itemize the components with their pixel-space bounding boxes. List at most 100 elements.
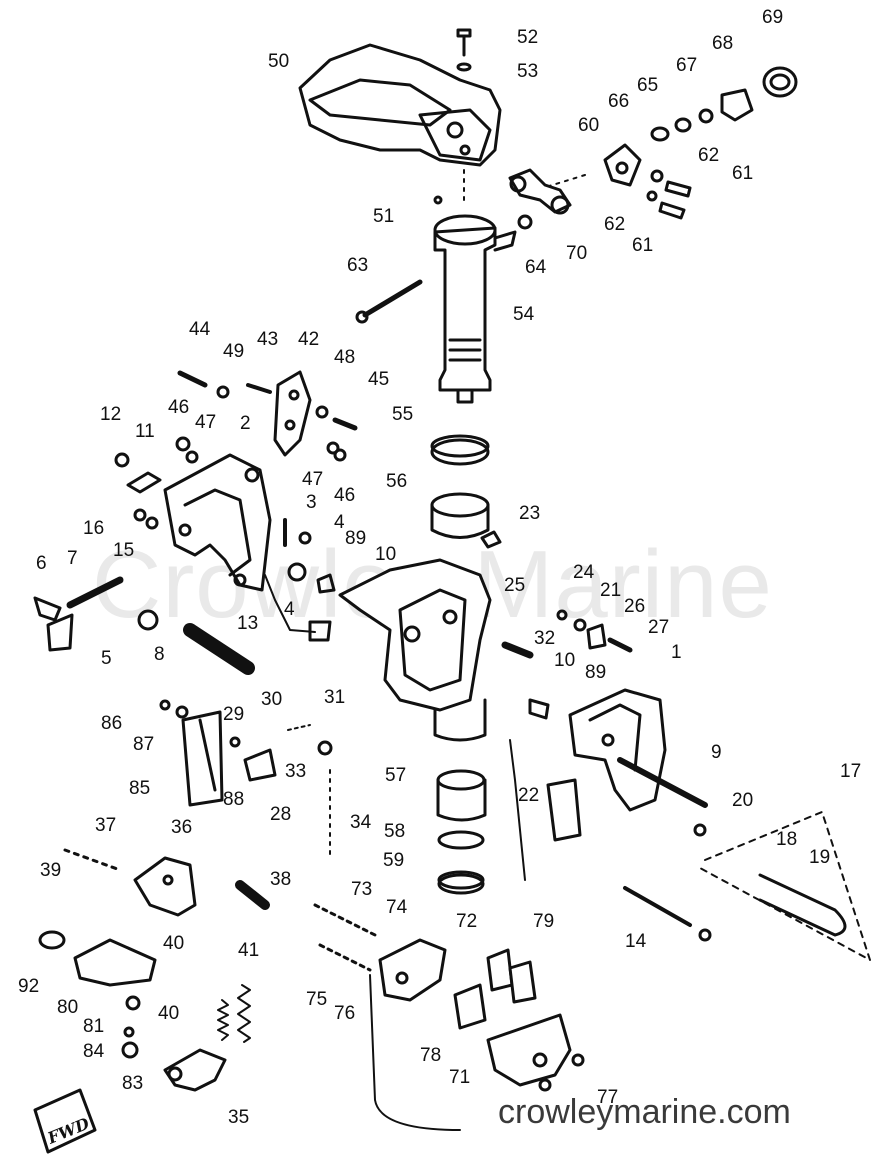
part-68-bushing <box>720 88 754 122</box>
callout-label: 64 <box>525 257 547 278</box>
callout-label: 33 <box>285 761 307 782</box>
callout-label: 25 <box>504 575 526 596</box>
callout-label: 29 <box>223 704 245 725</box>
callout-label: 69 <box>762 7 784 28</box>
part-24 <box>556 609 568 621</box>
part-13-cable <box>264 574 316 633</box>
part-56-bushing <box>430 503 490 539</box>
part-30 <box>287 724 311 731</box>
part-22-clamp-bracket <box>546 688 667 842</box>
callout-label: 47 <box>302 469 324 490</box>
part-17-box <box>699 811 871 961</box>
callout-label: 61 <box>732 163 754 184</box>
part-63-bolt <box>362 279 423 318</box>
part-41-spring <box>237 984 251 1043</box>
callout-label: 80 <box>57 997 79 1018</box>
part-20 <box>693 823 707 837</box>
callout-label: 72 <box>456 911 478 932</box>
callout-label: 76 <box>334 1003 356 1024</box>
part-46b <box>333 448 347 462</box>
callout-label: 47 <box>195 412 217 433</box>
part-9-tilt-rod <box>617 757 708 808</box>
callout-label: 37 <box>95 815 117 836</box>
part-47 <box>185 450 199 464</box>
fwd-tag <box>33 1088 97 1154</box>
callout-label: 89 <box>585 662 607 683</box>
callout-label: 88 <box>223 789 245 810</box>
part-19 <box>758 873 847 937</box>
part-61-bolt <box>664 180 692 198</box>
callout-label: 2 <box>240 413 251 434</box>
callout-label: 30 <box>261 689 283 710</box>
callout-label: 75 <box>306 989 328 1010</box>
part-89 <box>287 562 307 582</box>
callout-label: 40 <box>163 933 185 954</box>
part-16 <box>133 508 147 522</box>
part-25 <box>573 618 587 632</box>
callout-label: 16 <box>83 518 105 539</box>
part-79b <box>508 960 537 1004</box>
callout-label: 7 <box>67 548 78 569</box>
callout-label: 26 <box>624 596 646 617</box>
callout-label: 50 <box>268 51 290 72</box>
part-42-plate <box>273 370 312 457</box>
callout-label: 78 <box>420 1045 442 1066</box>
part-69-clamp <box>762 66 798 98</box>
callout-label: 57 <box>385 765 407 786</box>
callout-label: 32 <box>534 628 556 649</box>
part-8-ring <box>137 609 159 631</box>
part-10-swivel-bracket <box>338 558 492 742</box>
callout-label: 42 <box>298 329 320 350</box>
part-52-bolt <box>456 28 472 57</box>
callout-label: 56 <box>386 471 408 492</box>
part-55-seal <box>430 438 490 466</box>
part-79c <box>453 983 487 1030</box>
site-url: crowleymarine.com <box>498 1093 791 1131</box>
part-12 <box>114 452 130 468</box>
callout-label: 23 <box>519 503 541 524</box>
callout-label: 85 <box>129 778 151 799</box>
callout-label: 84 <box>83 1041 105 1062</box>
callout-label: 55 <box>392 404 414 425</box>
part-26 <box>586 623 607 650</box>
part-45 <box>332 417 358 431</box>
part-pin <box>183 623 255 675</box>
callout-label: 36 <box>171 817 193 838</box>
part-35 <box>163 1048 227 1092</box>
part-11 <box>126 471 162 494</box>
callout-label: 18 <box>776 829 798 850</box>
part-84 <box>121 1041 139 1059</box>
callout-label: 79 <box>533 911 555 932</box>
callout-label: 41 <box>238 940 260 961</box>
part-6 <box>33 596 62 622</box>
part-57-bushing <box>436 778 487 822</box>
callout-label: 62 <box>604 214 626 235</box>
part-32 <box>501 641 534 659</box>
callout-label: 28 <box>270 804 292 825</box>
part-47b <box>326 441 340 455</box>
callout-label: 6 <box>36 553 47 574</box>
callout-label: 61 <box>632 235 654 256</box>
callout-label: 3 <box>306 492 317 513</box>
callout-label: 81 <box>83 1016 105 1037</box>
callout-label: 4 <box>334 512 345 533</box>
part-75 <box>318 943 372 972</box>
part-46 <box>175 436 191 452</box>
callout-label: 15 <box>113 540 135 561</box>
part-43 <box>246 383 272 394</box>
part-62-washer <box>650 169 664 183</box>
callout-label: 46 <box>168 397 190 418</box>
part-73 <box>313 903 377 937</box>
callout-label: 4 <box>284 599 295 620</box>
callout-label: 39 <box>40 860 62 881</box>
part-4 <box>298 531 312 545</box>
part-60-joint <box>603 143 642 187</box>
callout-label: 40 <box>158 1003 180 1024</box>
part-44-bolt <box>177 370 208 388</box>
callout-label: 27 <box>648 617 670 638</box>
part-36 <box>133 856 197 917</box>
part-54-steering-shaft <box>433 195 517 404</box>
callout-label: 10 <box>554 650 576 671</box>
